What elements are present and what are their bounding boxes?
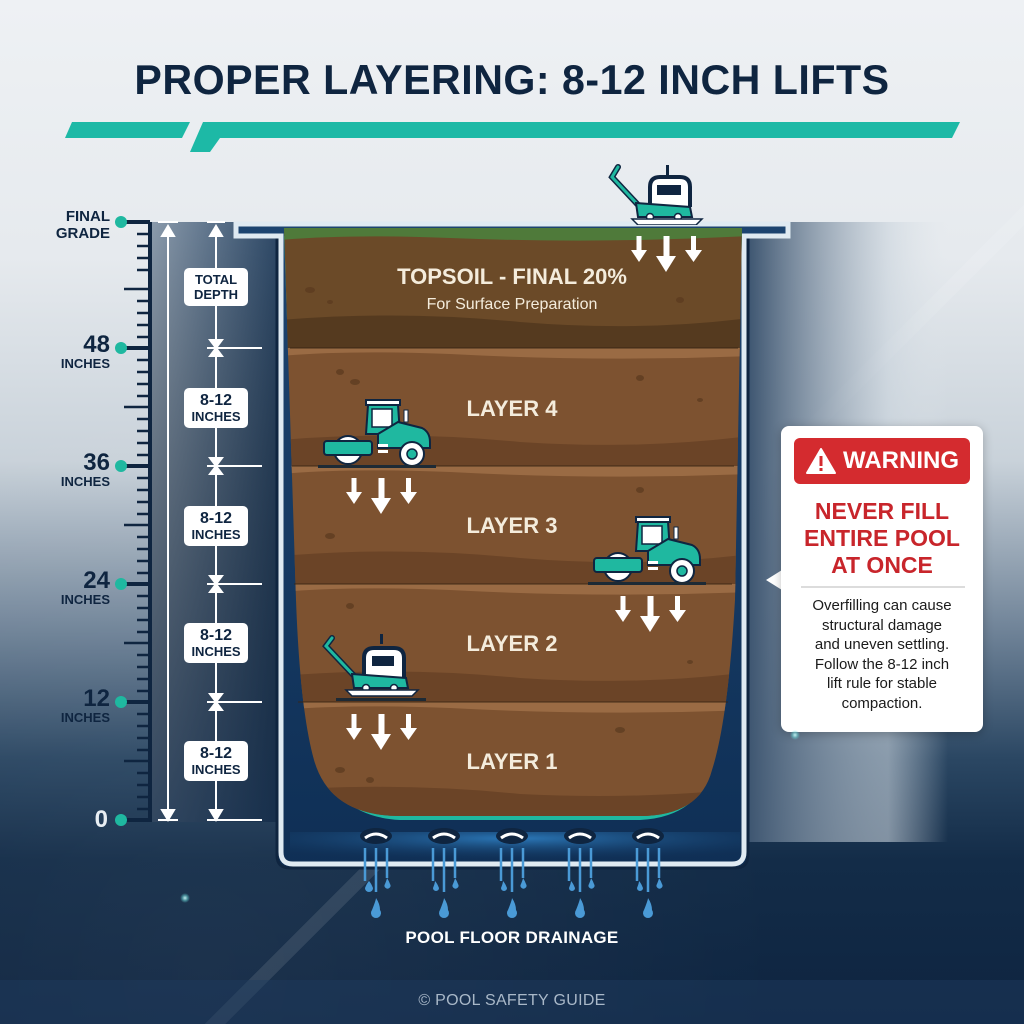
ruler-marker-dot — [115, 342, 127, 354]
drain-outlets — [360, 828, 664, 918]
warning-badge-label: WARNING — [843, 447, 959, 474]
footer-copyright: © POOL SAFETY GUIDE — [418, 992, 606, 1009]
plate-compactor-icon — [322, 634, 426, 701]
roller-compactor-icon — [588, 516, 706, 585]
ruler-marker-dot — [115, 696, 127, 708]
layer-sublabel-topsoil: For Surface Preparation — [426, 296, 598, 313]
ruler-label-36: 36 INCHES — [60, 449, 110, 489]
ruler-label-final-grade: FINAL GRADE — [55, 208, 110, 242]
warning-triangle-icon — [806, 448, 836, 474]
warning-card: WARNING NEVER FILL ENTIRE POOL AT ONCE O… — [781, 426, 983, 732]
ruler-marker-dot — [115, 460, 127, 472]
drainage-label: POOL FLOOR DRAINAGE — [405, 928, 619, 947]
ruler-marker-dot — [115, 814, 127, 826]
ruler-label-48: 48 INCHES — [60, 331, 110, 371]
layer-label-topsoil: TOPSOIL - FINAL 20% — [397, 264, 627, 289]
layer-label-2: LAYER 2 — [466, 631, 558, 656]
warning-callout-pointer — [766, 570, 782, 590]
layer-label-3: LAYER 3 — [466, 513, 558, 538]
ruler-label-24: 24 INCHES — [60, 567, 110, 607]
warning-body: Overfilling can cause structural damage … — [812, 597, 952, 712]
warning-divider — [801, 586, 965, 588]
ruler-label-12: 12 INCHES — [60, 685, 110, 725]
ruler-marker-dot — [115, 578, 127, 590]
roller-compactor-icon — [318, 399, 436, 468]
page-title: PROPER LAYERING: 8-12 INCH LIFTS — [134, 56, 890, 103]
plate-compactor-icon — [608, 164, 704, 225]
layer-label-4: LAYER 4 — [466, 396, 558, 421]
sparkle-decoration — [180, 893, 190, 903]
warning-badge: WARNING — [794, 438, 970, 484]
footer-bar — [0, 980, 1024, 1024]
sparkle-decoration — [790, 730, 800, 740]
title-underline — [65, 122, 960, 152]
warning-headline: NEVER FILL ENTIRE POOL AT ONCE — [804, 498, 960, 578]
layer-label-1: LAYER 1 — [466, 749, 558, 774]
ruler-marker-dot — [115, 216, 127, 228]
ruler-label-0: 0 — [94, 806, 108, 833]
